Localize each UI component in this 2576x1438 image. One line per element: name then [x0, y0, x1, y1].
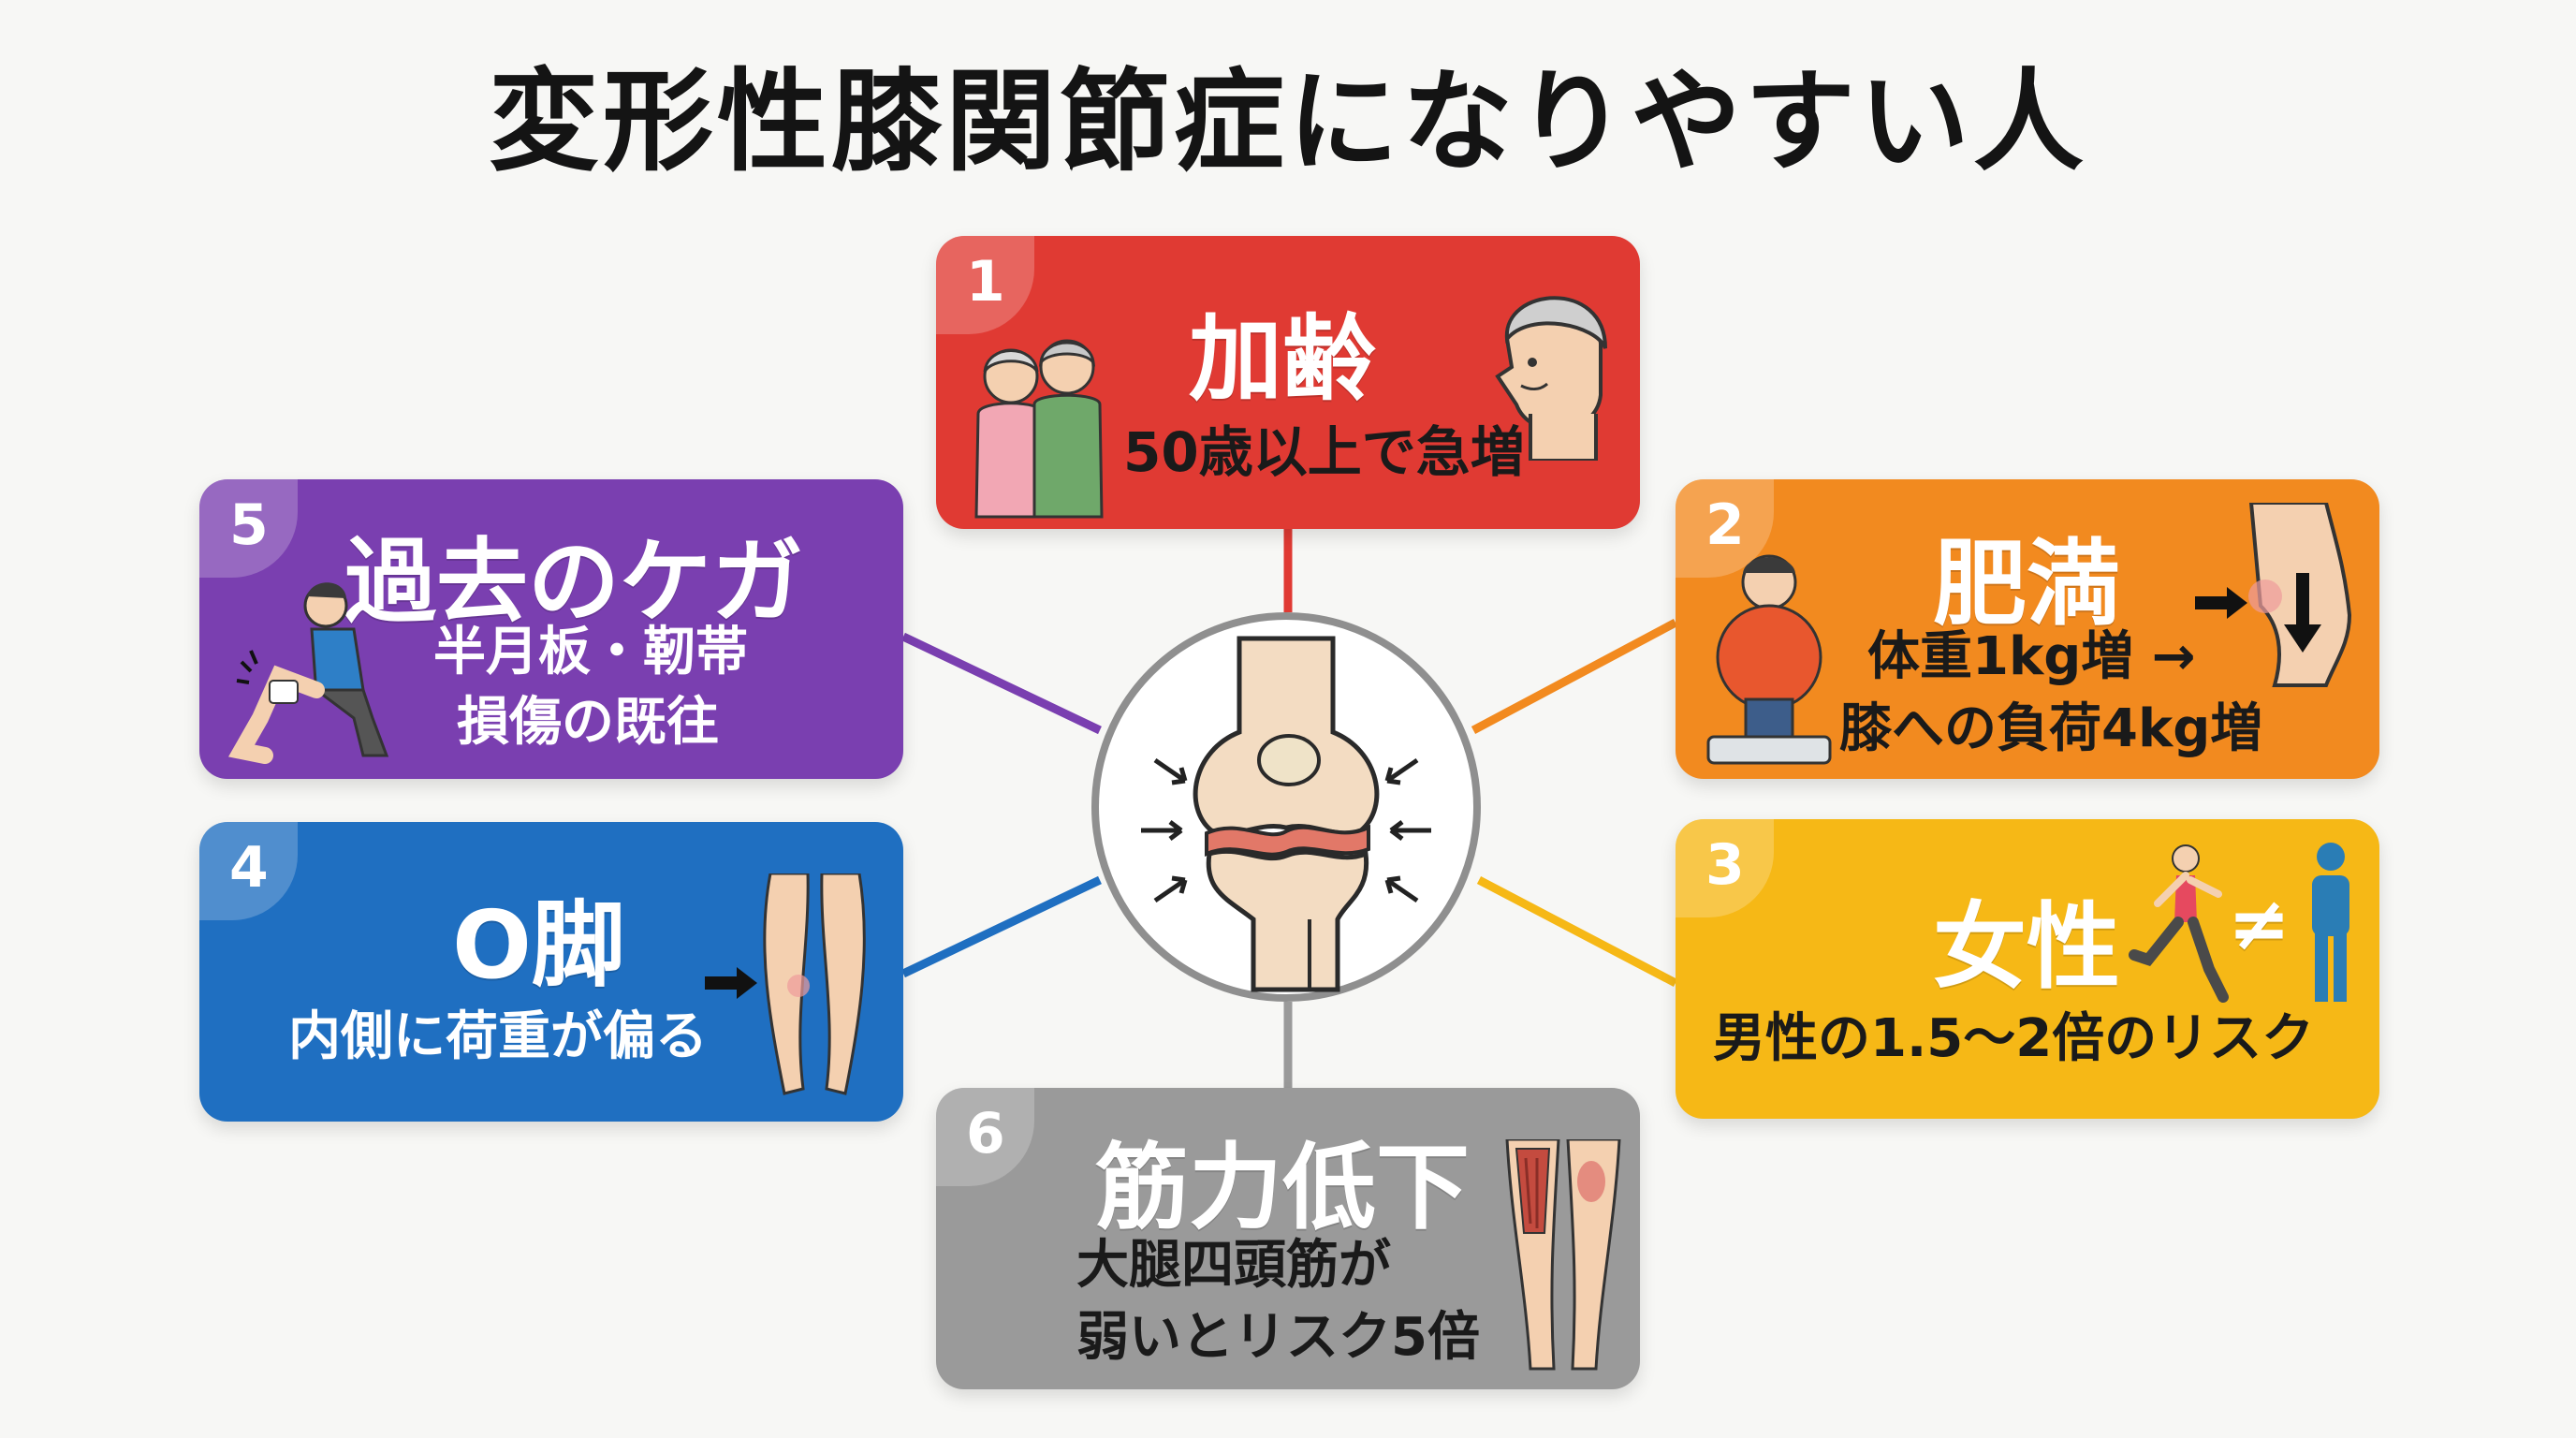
elderly-couple-icon [974, 339, 1104, 519]
knee-injury-icon [227, 582, 389, 764]
connector-female [1476, 876, 1678, 987]
man-standing-icon [2312, 843, 2349, 1002]
knee-joint-icon [1141, 636, 1431, 992]
factor-card-female: 3 女性 ≠ 男性の1.5〜2倍のリスク [1676, 819, 2379, 1119]
factor-title: 加齢 [1189, 304, 1376, 414]
factor-title: 女性 [1933, 892, 2120, 1002]
factor-card-o-leg: 4 O脚 内側に荷重が偏る [199, 822, 903, 1122]
bow-legs-icon [705, 873, 866, 1095]
connector-obesity [1471, 619, 1678, 734]
factor-description: 男性の1.5〜2倍のリスク [1713, 1008, 2315, 1069]
factor-number-badge: 3 [1676, 819, 1774, 917]
elderly-man-face-icon [1495, 296, 1607, 461]
factor-title: 筋力低下 [1095, 1133, 1470, 1242]
weak-thigh-muscle-icon [1505, 1139, 1621, 1371]
factor-description: 弱いとリスク5倍 [1076, 1307, 1480, 1368]
woman-running-icon [2129, 844, 2229, 1003]
factor-description: 内側に荷重が偏る [288, 1006, 708, 1067]
not-equal-symbol: ≠ [2228, 880, 2291, 967]
factor-description: 大腿四頭筋が [1076, 1235, 1391, 1296]
factor-card-obesity: 2 肥満 体重1kg増 → 膝への負荷4kg増 [1676, 479, 2379, 779]
factor-card-muscle: 6 筋力低下 大腿四頭筋が 弱いとリスク5倍 [936, 1088, 1640, 1389]
factor-number-badge: 4 [199, 822, 298, 920]
factor-card-injury: 5 過去のケガ 半月板・靭帯 損傷の既往 [199, 479, 903, 779]
center-knee-circle [1091, 612, 1481, 1002]
factor-description: 体重1kg増 → [1867, 626, 2196, 687]
factor-description: 膝への負荷4kg増 [1839, 698, 2263, 759]
factor-title: O脚 [452, 890, 626, 1000]
overweight-person-on-scale-icon [1706, 554, 1832, 765]
factor-number-badge: 5 [199, 479, 298, 578]
factor-title: 過去のケガ [344, 529, 804, 636]
connector-injury [901, 632, 1102, 735]
factor-card-age: 1 加齢 50歳以上で急増 [936, 236, 1640, 529]
connector-o-leg [901, 875, 1102, 978]
factor-description: 損傷の既往 [457, 692, 719, 753]
factor-description: 50歳以上で急増 [1123, 420, 1525, 484]
page-title: 変形性膝関節症になりやすい人 [488, 57, 2087, 186]
factor-number-badge: 6 [936, 1088, 1034, 1186]
knee-pressure-icon [2195, 503, 2352, 687]
factor-title: 肥満 [1933, 529, 2120, 638]
factor-number-badge: 1 [936, 236, 1034, 334]
factor-description: 半月板・靭帯 [433, 622, 748, 682]
